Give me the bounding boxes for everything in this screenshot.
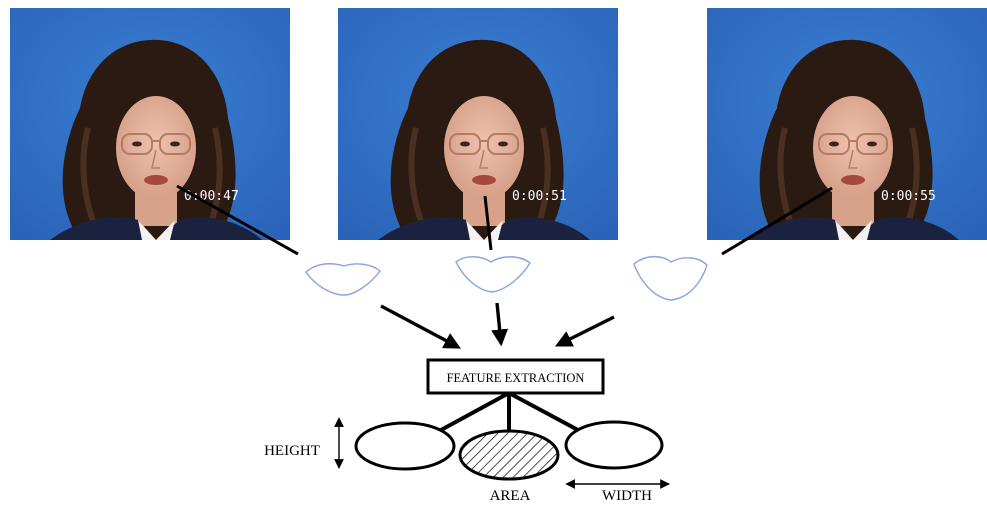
- lip-contour-2: [456, 257, 530, 292]
- feature-extraction-label: FEATURE EXTRACTION: [447, 371, 585, 385]
- arrow-1: [381, 306, 458, 347]
- height-label: HEIGHT: [264, 443, 320, 459]
- timecode-label: 0:00:55: [881, 189, 936, 204]
- connector-width: [509, 393, 578, 430]
- lip-contour-1: [306, 264, 380, 295]
- face-image: [338, 8, 618, 240]
- face-image: [707, 8, 987, 240]
- area-ellipse: [460, 431, 558, 479]
- connector-height: [441, 393, 509, 430]
- video-frame-1: 0:00:47: [10, 8, 290, 240]
- area-label: AREA: [490, 488, 531, 504]
- video-frame-2: 0:00:51: [338, 8, 618, 240]
- height-ellipse: [356, 423, 454, 469]
- video-frame-3: 0:00:55: [707, 8, 987, 240]
- width-label: WIDTH: [602, 488, 652, 504]
- lip-contour-3: [634, 257, 707, 300]
- arrow-2: [497, 303, 501, 343]
- arrow-3: [558, 317, 614, 345]
- face-image: [10, 8, 290, 240]
- width-ellipse: [566, 422, 662, 468]
- timecode-label: 0:00:47: [184, 189, 239, 204]
- timecode-label: 0:00:51: [512, 189, 567, 204]
